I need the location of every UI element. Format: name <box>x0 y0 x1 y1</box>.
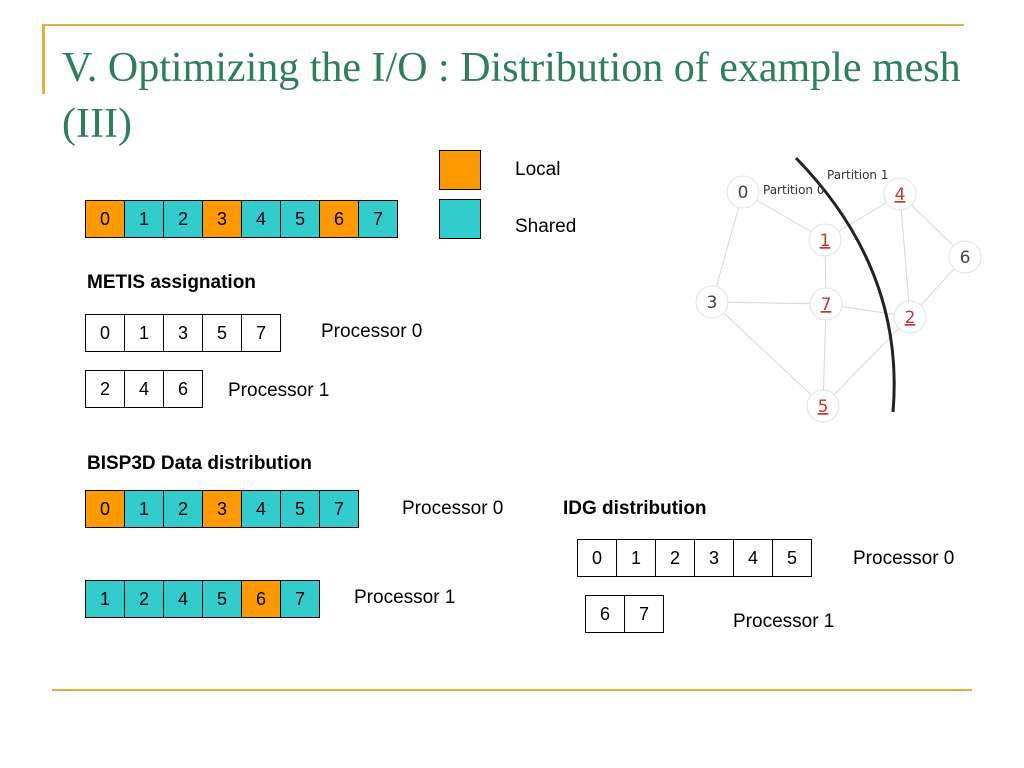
graph-node-0 <box>726 175 760 209</box>
graph-node-label-5: 5 <box>818 397 829 417</box>
mesh-cell: 4 <box>241 490 281 528</box>
graph-node-label-3: 3 <box>707 293 718 313</box>
mesh-cell: 4 <box>163 580 203 618</box>
mesh-cell: 4 <box>241 200 281 238</box>
idg-processor-0-label: Processor 0 <box>853 548 955 569</box>
graph-node-4 <box>883 177 917 211</box>
mesh-cell: 0 <box>85 490 125 528</box>
mesh-cell: 6 <box>585 595 625 633</box>
graph-node-label-2: 2 <box>905 308 916 328</box>
footer-accent-line <box>52 689 972 691</box>
graph-node-label-0: 0 <box>738 183 749 203</box>
mesh-cell: 7 <box>319 490 359 528</box>
mesh-cell: 1 <box>616 539 656 577</box>
mesh-cell: 6 <box>241 580 281 618</box>
mesh-cell: 1 <box>124 490 164 528</box>
mesh-cell: 6 <box>319 200 359 238</box>
mesh-cell: 5 <box>202 314 242 352</box>
graph-node-7 <box>809 287 843 321</box>
mesh-cell: 3 <box>202 200 242 238</box>
title-accent-line <box>42 24 964 26</box>
legend-local-label: Local <box>515 159 561 180</box>
mesh-cell: 3 <box>163 314 203 352</box>
metis-processor-1-label: Processor 1 <box>228 380 330 401</box>
graph-edge-2-5 <box>822 316 911 407</box>
legend-local-swatch <box>439 150 481 190</box>
mesh-cell: 0 <box>577 539 617 577</box>
mesh-cell: 5 <box>202 580 242 618</box>
graph-node-1 <box>808 223 842 257</box>
mesh-cell: 4 <box>733 539 773 577</box>
partition-0-label: Partition 0 <box>763 183 824 197</box>
title-accent-bar <box>42 24 45 94</box>
graph-node-2 <box>893 300 927 334</box>
legend-shared-swatch <box>439 199 481 239</box>
bisp3d-processor-0-label: Processor 0 <box>402 498 504 519</box>
mesh-cell: 3 <box>202 490 242 528</box>
graph-node-3 <box>695 285 729 319</box>
mesh-cell: 2 <box>163 490 203 528</box>
mesh-cell: 3 <box>694 539 734 577</box>
graph-edge-7-5 <box>822 303 827 407</box>
mesh-cell: 5 <box>280 490 320 528</box>
metis-processor-0-label: Processor 0 <box>321 321 423 342</box>
partition-1-label: Partition 1 <box>827 168 888 182</box>
mesh-cell: 7 <box>624 595 664 633</box>
graph-node-label-4: 4 <box>895 185 906 205</box>
mesh-cell: 1 <box>85 580 125 618</box>
graph-nodes: 0 1 2 3 4 5 6 7 <box>695 175 982 423</box>
graph-node-label-6: 6 <box>960 248 971 268</box>
mesh-cell: 0 <box>85 200 125 238</box>
mesh-cell: 6 <box>163 370 203 408</box>
mesh-cell: 2 <box>124 580 164 618</box>
bisp3d-processor-1-label: Processor 1 <box>354 587 456 608</box>
mesh-cell: 4 <box>124 370 164 408</box>
mesh-cell: 2 <box>655 539 695 577</box>
idg-processor-1-label: Processor 1 <box>733 611 835 632</box>
legend-shared-label: Shared <box>515 216 577 237</box>
mesh-cell: 5 <box>280 200 320 238</box>
metis-heading: METIS assignation <box>87 272 256 293</box>
graph-node-label-1: 1 <box>820 231 831 251</box>
mesh-partition-graph: Partition 0 Partition 1 0 1 2 3 4 5 6 7 <box>695 156 982 423</box>
graph-node-6 <box>948 240 982 274</box>
mesh-cell: 1 <box>124 314 164 352</box>
partition-boundary-curve <box>794 156 896 413</box>
graph-edge-4-2 <box>899 193 911 318</box>
mesh-cell: 7 <box>241 314 281 352</box>
mesh-cell: 1 <box>124 200 164 238</box>
graph-node-5 <box>806 389 840 423</box>
mesh-cell: 2 <box>163 200 203 238</box>
mesh-cell: 2 <box>85 370 125 408</box>
mesh-cell: 7 <box>358 200 398 238</box>
mesh-cell: 7 <box>280 580 320 618</box>
mesh-cell: 0 <box>85 314 125 352</box>
mesh-cell: 5 <box>772 539 812 577</box>
graph-node-label-7: 7 <box>821 295 832 315</box>
graph-edge-3-5 <box>711 301 824 407</box>
slide-title: V. Optimizing the I/O : Distribution of … <box>62 45 961 147</box>
graph-edge-0-3 <box>711 191 744 303</box>
idg-heading: IDG distribution <box>563 498 707 519</box>
graph-edge-3-7 <box>711 301 827 305</box>
bisp3d-heading: BISP3D Data distribution <box>87 453 312 474</box>
